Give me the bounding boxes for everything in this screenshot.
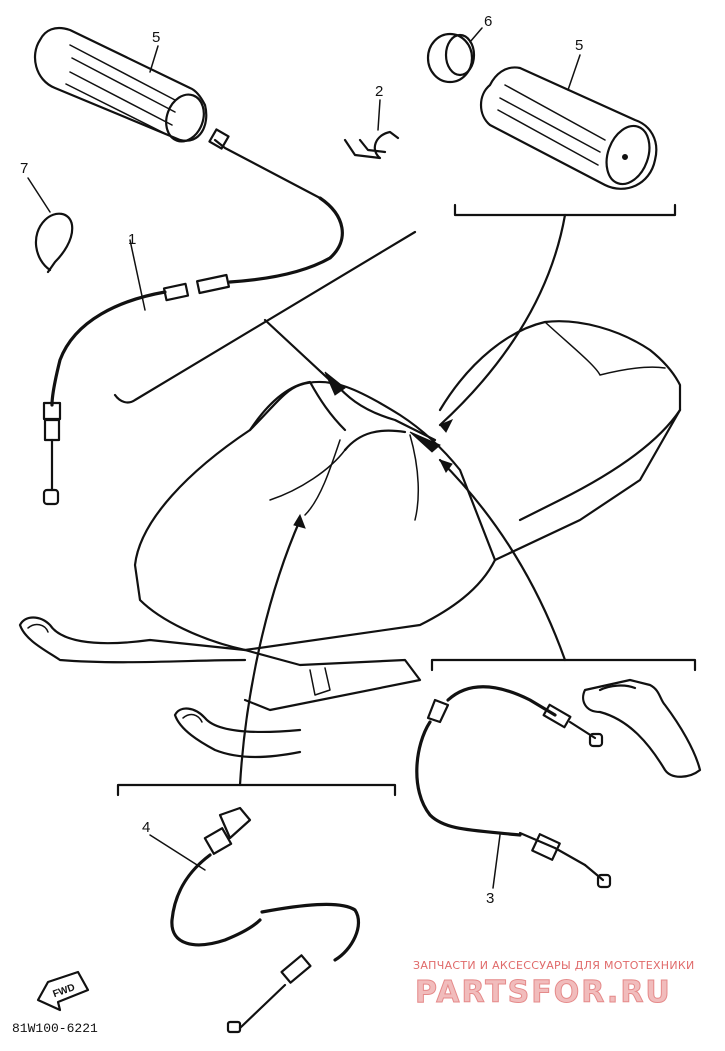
callout-6: 6 — [484, 13, 492, 30]
leader-lines — [113, 203, 697, 797]
callout-1: 1 — [128, 231, 136, 248]
forward-arrow-icon: FWD — [36, 970, 90, 1012]
fwd-label: FWD — [51, 982, 76, 1000]
cable-band — [34, 212, 74, 274]
callout-7: 7 — [20, 160, 28, 177]
switch-cable — [170, 806, 361, 1034]
callout-4: 4 — [142, 819, 150, 836]
throttle-cable — [42, 128, 344, 506]
callout-5-right: 5 — [575, 37, 583, 54]
collar-ring — [426, 32, 476, 84]
callout-2: 2 — [375, 83, 383, 100]
snowmobile-body — [18, 320, 682, 759]
callout-3: 3 — [486, 890, 494, 907]
watermark: ЗАПЧАСТИ И АКСЕССУАРЫ ДЛЯ МОТОТЕХНИКИ PA… — [413, 959, 695, 1011]
watermark-subtitle: ЗАПЧАСТИ И АКСЕССУАРЫ ДЛЯ МОТОТЕХНИКИ — [413, 959, 695, 972]
diagram-code: 81W100-6221 — [12, 1021, 98, 1036]
callout-5-left: 5 — [152, 29, 160, 46]
grip-left — [33, 26, 208, 143]
watermark-logo: PARTSFOR.RU — [415, 975, 672, 1010]
grip-right — [479, 66, 658, 190]
clip — [343, 130, 400, 160]
callouts: 5 2 6 5 7 1 4 3 — [20, 13, 583, 907]
brake-lever-cable — [415, 678, 702, 889]
